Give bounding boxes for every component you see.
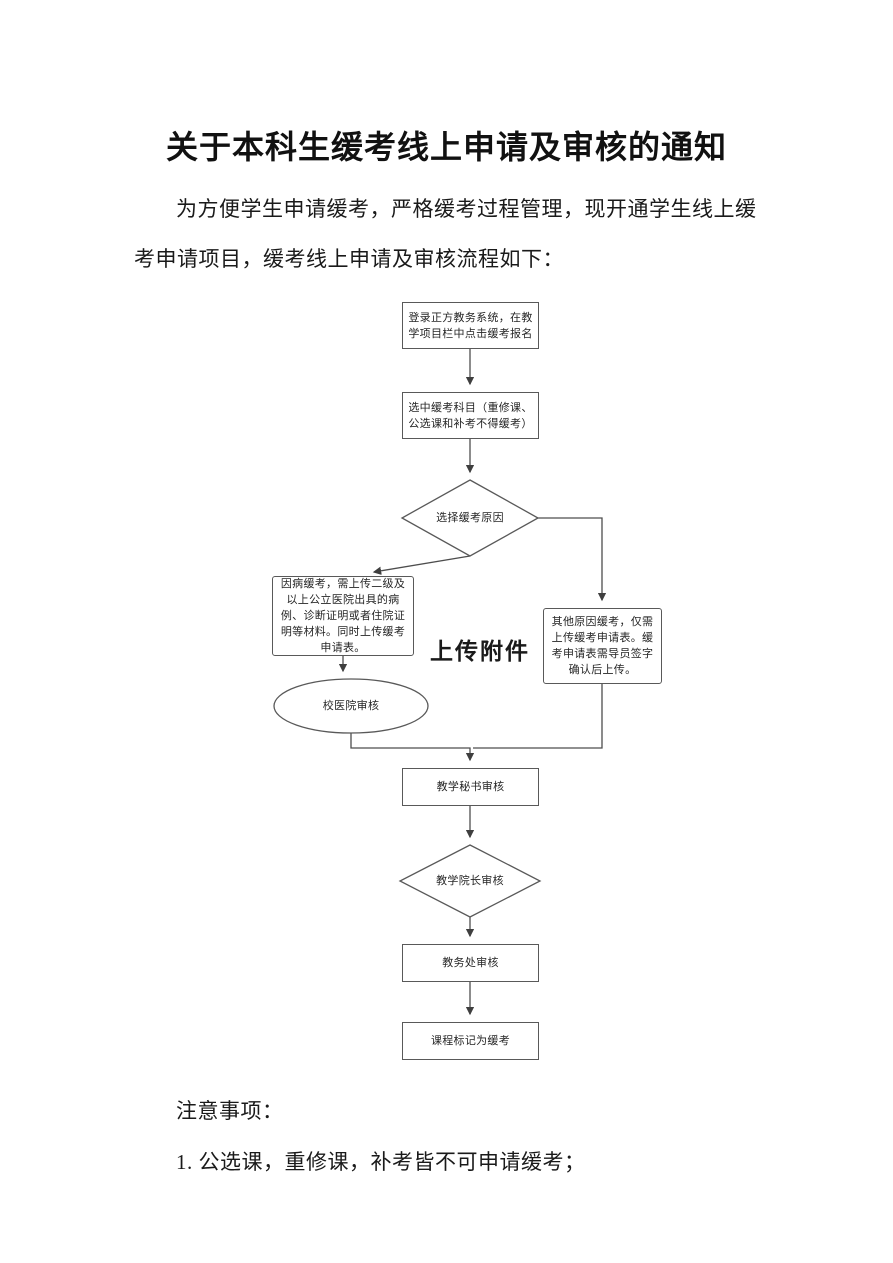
decision-dean-review-shape xyxy=(398,844,542,918)
flow-note-other-reason: 其他原因缓考，仅需上传缓考申请表。缓考申请表需导员签字确认后上传。 xyxy=(543,608,662,684)
note-item-1: 1. 公选课，重修课，补考皆不可申请缓考； xyxy=(176,1150,586,1174)
connector-hospital-to-secretary xyxy=(350,733,475,762)
flow-note-illness: 因病缓考，需上传二级及以上公立医院出具的病例、诊断证明或者住院证明等材料。同时上… xyxy=(272,576,414,656)
flow-step-office-review-label: 教务处审核 xyxy=(442,957,499,969)
decision-choose-reason: 选择缓考原因 xyxy=(405,500,535,536)
decision-dean-review: 教学院长审核 xyxy=(405,863,535,899)
terminator-hospital-review-label: 校医院审核 xyxy=(322,700,380,712)
flow-step-secretary-review: 教学秘书审核 xyxy=(402,768,539,806)
flow-note-illness-label: 因病缓考，需上传二级及以上公立医院出具的病例、诊断证明或者住院证明等材料。同时上… xyxy=(280,578,406,654)
flow-step-office-review: 教务处审核 xyxy=(402,944,539,982)
flow-step-select-subject-label: 选中缓考科目（重修课、公选课和补考不得缓考） xyxy=(408,401,533,430)
connector-decision-to-other xyxy=(537,517,607,602)
flow-step-login-label: 登录正方教务系统，在教学项目栏中点击缓考报名 xyxy=(408,311,533,340)
decision-choose-reason-label: 选择缓考原因 xyxy=(436,512,504,524)
decision-choose-reason-shape xyxy=(400,479,540,557)
document-title: 关于本科生缓考线上申请及审核的通知 xyxy=(165,129,727,165)
flow-step-login: 登录正方教务系统，在教学项目栏中点击缓考报名 xyxy=(402,302,539,349)
connector-other-to-secretary xyxy=(473,684,603,749)
terminator-hospital-review: 校医院审核 xyxy=(280,692,422,720)
flow-step-secretary-review-label: 教学秘书审核 xyxy=(436,781,505,793)
flow-step-course-marked: 课程标记为缓考 xyxy=(402,1022,539,1060)
decision-dean-review-label: 教学院长审核 xyxy=(436,875,504,887)
flow-step-select-subject: 选中缓考科目（重修课、公选课和补考不得缓考） xyxy=(402,392,539,439)
terminator-hospital-review-shape xyxy=(273,678,429,734)
intro-paragraph: 为方便学生申请缓考，严格缓考过程管理，现开通学生线上缓考申请项目，缓考线上申请及… xyxy=(134,197,757,271)
flow-note-other-reason-label: 其他原因缓考，仅需上传缓考申请表。缓考申请表需导员签字确认后上传。 xyxy=(551,616,654,676)
notes-heading: 注意事项： xyxy=(176,1099,284,1123)
connector-decision-to-illness xyxy=(372,555,471,575)
flow-step-course-marked-label: 课程标记为缓考 xyxy=(430,1035,511,1047)
upload-attachment-label: 上传附件 xyxy=(430,639,530,664)
